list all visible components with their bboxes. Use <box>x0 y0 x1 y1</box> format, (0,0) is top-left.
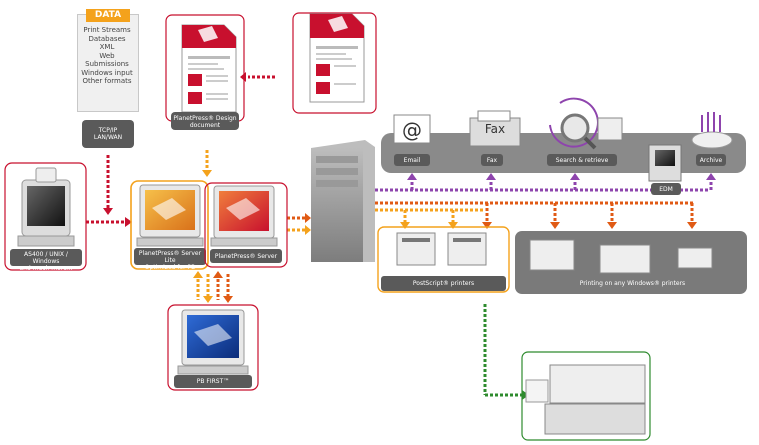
fax-machine-icon <box>469 110 521 166</box>
server-lite-label: PlanetPress® Server Lite Optimized for P… <box>138 250 202 278</box>
data-item: Other formats <box>82 77 132 85</box>
server-icon <box>204 182 288 268</box>
design-document-icon <box>165 14 245 130</box>
data-item: Print Streams <box>83 26 131 34</box>
windows-printers-group <box>515 231 747 294</box>
archive-icon <box>691 112 733 166</box>
data-item: Web Submissions <box>85 51 129 69</box>
data-item: Windows input <box>81 68 133 77</box>
design-document-label: PlanetPress® Design document <box>173 115 237 129</box>
data-title: DATA <box>86 9 130 22</box>
design-document-copy-icon <box>292 12 377 114</box>
email-icon: @ <box>393 114 431 166</box>
data-source-list: Print Streams Databases XML Web Submissi… <box>79 26 135 86</box>
server-label: PlanetPress® Server <box>214 253 278 260</box>
edm-label: EDM <box>659 186 673 193</box>
svg-text:@: @ <box>402 118 422 142</box>
fax-label: Fax <box>486 157 498 164</box>
search-retrieve-label: Search & retrieve <box>555 157 609 164</box>
postscript-printers-group <box>377 226 510 293</box>
output-panel <box>381 133 746 173</box>
tcpip-label: TCP/IP LAN/WAN <box>93 127 123 141</box>
server-lite-icon <box>130 180 209 270</box>
as400-terminal-icon <box>4 162 87 271</box>
email-label: Email <box>403 157 421 164</box>
data-item: XML <box>99 43 115 51</box>
pb-first-label: PB FIRST™ <box>196 378 230 385</box>
connectors <box>86 72 716 400</box>
edm-icon <box>648 144 682 195</box>
windows-printers-label: Printing on any Windows® printers <box>579 280 686 287</box>
inserter-machine-icon <box>521 351 651 441</box>
pb-first-icon <box>167 304 259 391</box>
postscript-printers-label: PostScript® printers <box>412 280 475 287</box>
data-item: Databases <box>88 34 126 43</box>
as400-label: AS400 / UNIX / Windows and much more... <box>19 251 73 272</box>
archive-label: Archive <box>699 157 723 164</box>
data-source-panel <box>77 14 139 112</box>
search-retrieve-icon <box>547 97 623 166</box>
server-tower-icon <box>311 140 375 262</box>
fax-machine-text: Fax <box>484 122 506 136</box>
